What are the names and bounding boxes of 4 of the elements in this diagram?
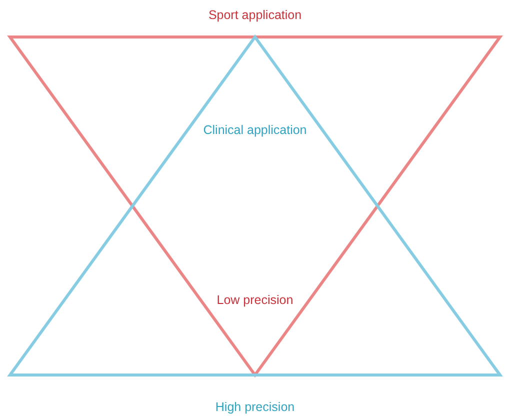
triangle-heading: Sport application [208,8,302,22]
triangle-label: Low precision [216,293,294,307]
triangle-label: High precision [215,400,295,414]
triangle-heading: Clinical application [203,123,307,137]
